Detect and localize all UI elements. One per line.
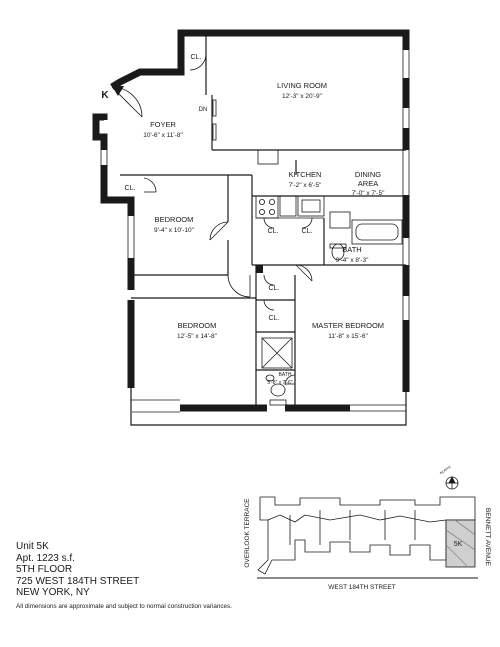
city-state: NEW YORK, NY (16, 587, 90, 598)
kitchen-label: KITCHEN (289, 170, 322, 179)
closet-label: CL. (269, 285, 280, 292)
dining-label: DINING (355, 170, 381, 179)
living-room-dims: 12'-3" x 20'-9" (282, 93, 323, 100)
closet-label: CL. (191, 54, 202, 61)
apartment-size: Apt. 1223 s.f. (16, 552, 75, 564)
disclaimer: All dimensions are approximate and subje… (16, 603, 232, 610)
dining-label-2: AREA (358, 179, 378, 188)
bath1-dims: 9'-4" x 8'-3" (336, 257, 369, 264)
unit-info: Unit 5K Apt. 1223 s.f. 5TH FLOOR 725 WES… (16, 541, 139, 599)
closet-label: CL. (125, 185, 136, 192)
key-plan-labels: OVERLOOK TERRACE BENNETT AVENUE WEST 184… (244, 465, 491, 591)
room-labels: LIVING ROOM 12'-3" x 20'-9" FOYER 10'-6"… (101, 54, 385, 386)
bedroom1-dims: 9'-4" x 10'-10" (154, 227, 195, 234)
living-room-label: LIVING ROOM (277, 81, 327, 90)
street-address: 725 WEST 184TH STREET (16, 575, 140, 587)
bedroom2-dims: 12'-5" x 14'-8" (177, 333, 218, 340)
bedroom1-label: BEDROOM (155, 215, 194, 224)
street-right-label: BENNETT AVENUE (484, 508, 491, 567)
unit-marker: 5K (454, 541, 463, 548)
dining-dims: 7'-0" x 7'-5" (352, 190, 385, 197)
walls (92, 29, 410, 426)
key-plan (257, 476, 478, 579)
closet-label: CL. (302, 228, 313, 235)
street-left-label: OVERLOOK TERRACE (244, 498, 251, 568)
bath2-label: BATH (279, 372, 292, 378)
master-bedroom-dims: 11'-8" x 15'-6" (328, 333, 368, 340)
floor-number: 5TH FLOOR (16, 564, 73, 575)
street-bottom-label: WEST 184TH STREET (328, 584, 395, 591)
foyer-dims: 10'-6" x 11'-8" (143, 132, 183, 139)
closet-label: CL. (269, 315, 280, 322)
down-label: DN (199, 107, 208, 113)
foyer-label: FOYER (150, 120, 176, 129)
kitchen-dims: 7'-2" x 6'-5" (289, 182, 322, 189)
entry-label: K (101, 90, 109, 101)
bath1-label: BATH (342, 245, 361, 254)
master-bedroom-label: MASTER BEDROOM (312, 321, 384, 330)
bath2-dims: 5'-8" x 7'-6" (267, 380, 292, 386)
bedroom2-label: BEDROOM (178, 321, 217, 330)
north-label: NORTH (439, 465, 452, 476)
closet-label: CL. (268, 228, 279, 235)
unit-number: Unit 5K (16, 541, 49, 552)
